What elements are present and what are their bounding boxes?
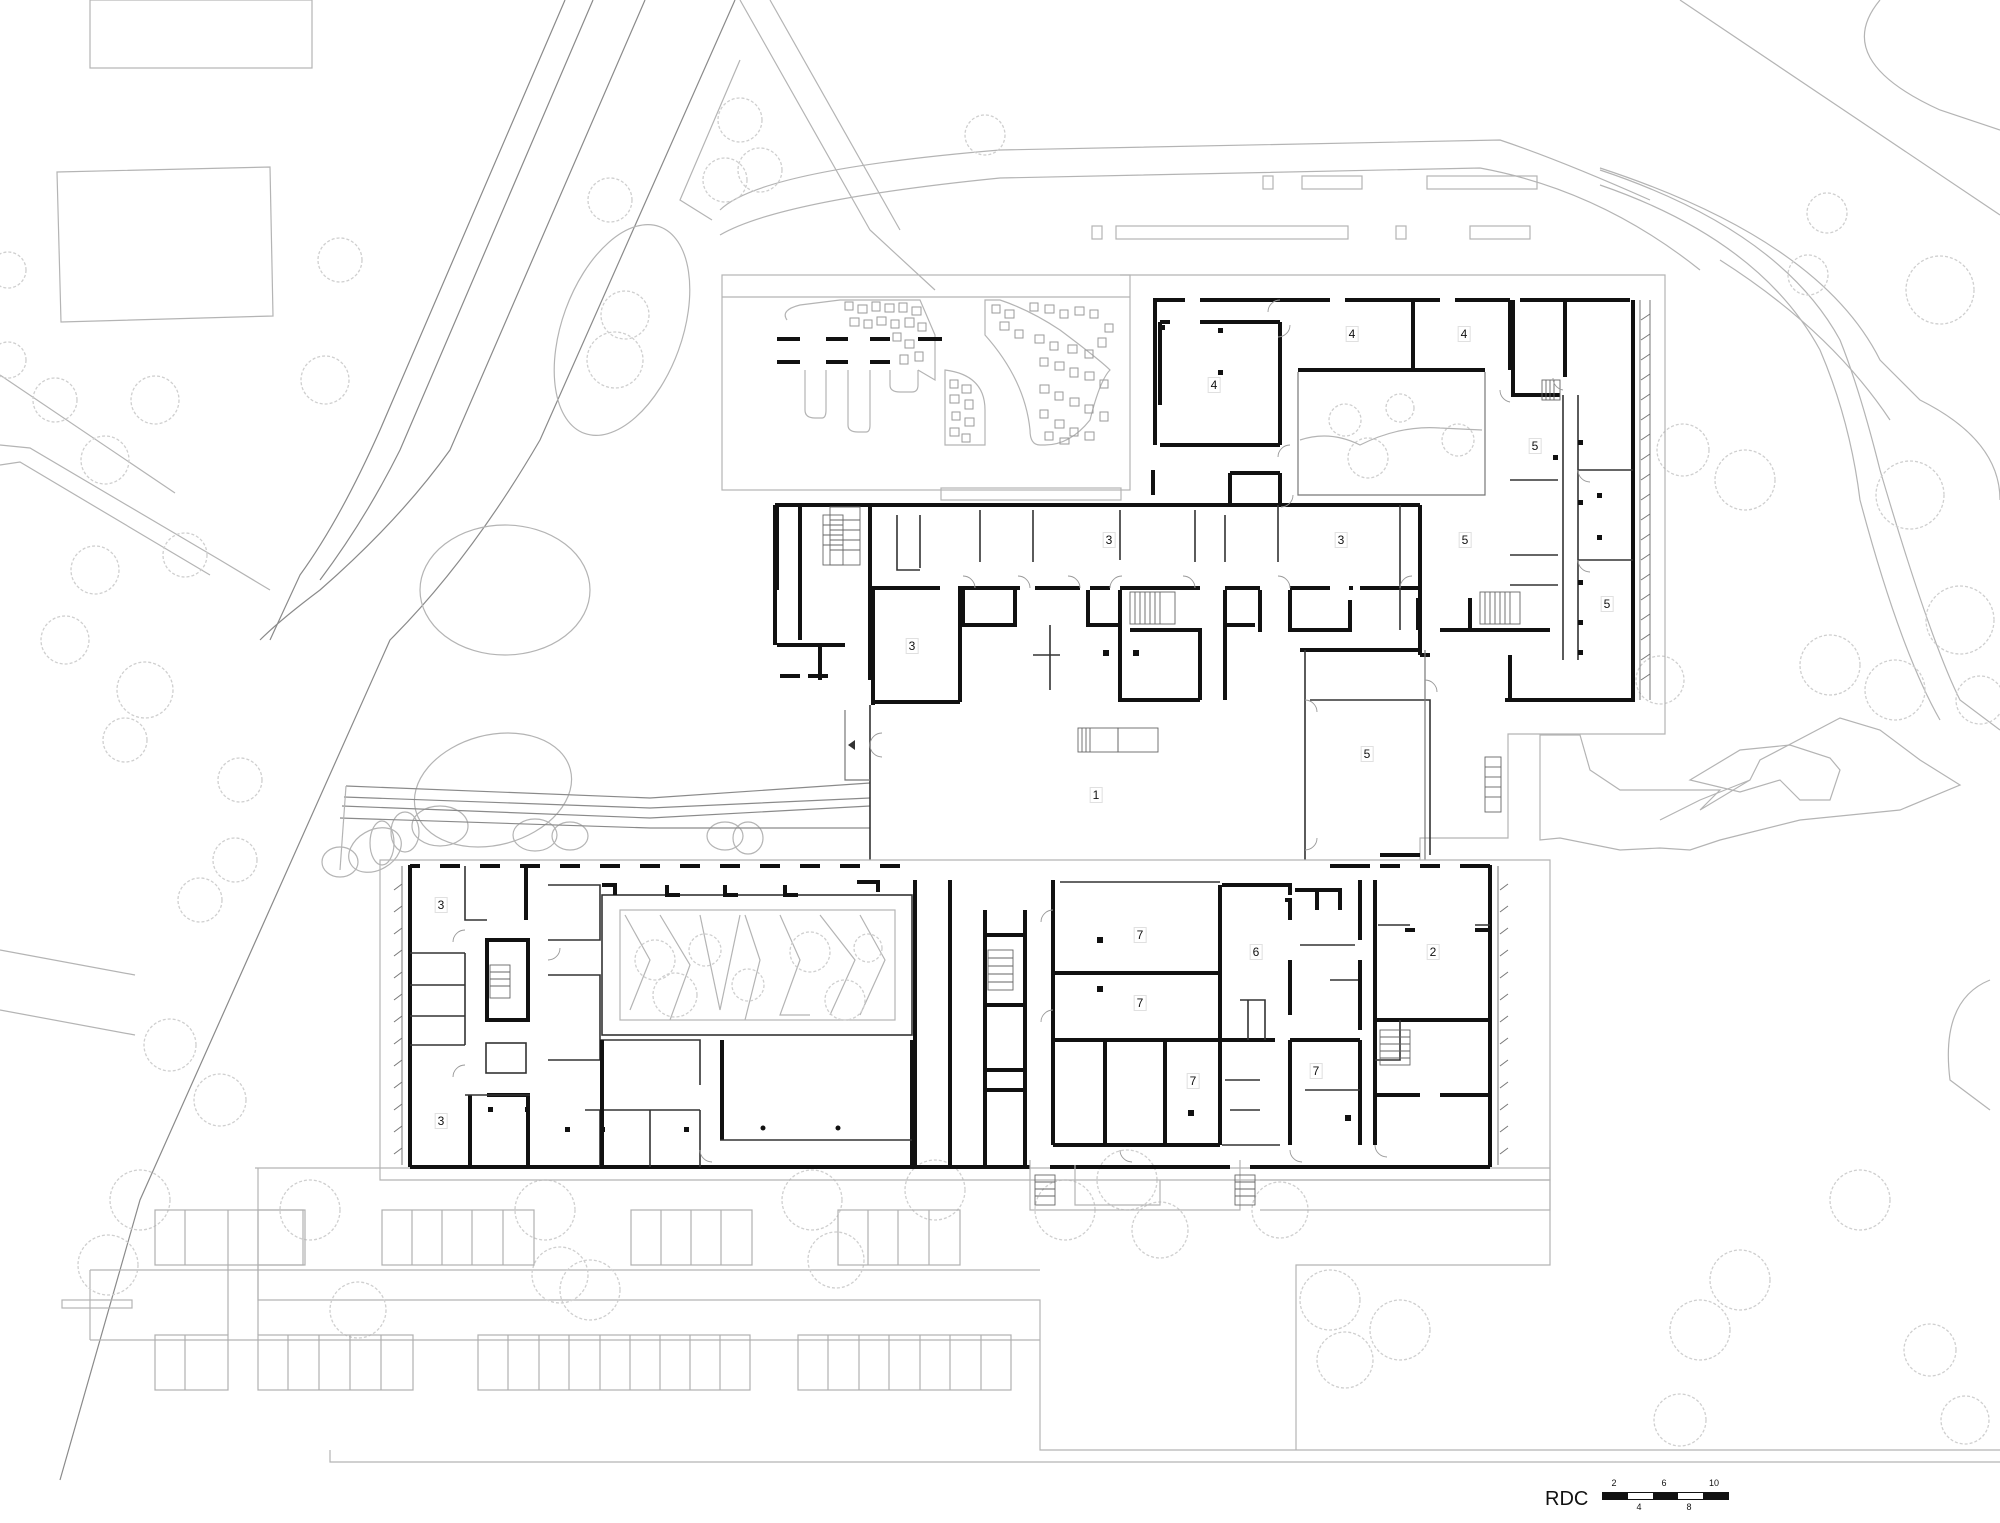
room-label-5: 5 — [1360, 746, 1374, 762]
room-label-7: 7 — [1133, 927, 1147, 943]
south-wing — [379, 859, 1551, 1211]
door-swings — [452, 299, 1591, 1163]
room-label-3: 3 — [1334, 532, 1348, 548]
scale-tick: 2 — [1611, 1478, 1617, 1488]
scale-segment — [1703, 1493, 1728, 1499]
scale-tick: 4 — [1636, 1502, 1642, 1512]
scale-tick: 6 — [1661, 1478, 1667, 1488]
scale-segment — [1603, 1493, 1628, 1499]
room-label-5: 5 — [1528, 438, 1542, 454]
parking-area — [154, 1209, 1012, 1391]
scale-bar: RDC 2 6 10 4 8 — [1545, 1478, 1765, 1518]
room-label-5: 5 — [1458, 532, 1472, 548]
scale-segment — [1678, 1493, 1703, 1499]
scale-segment — [1628, 1493, 1653, 1499]
room-label-5: 5 — [1600, 596, 1614, 612]
north-wing — [773, 274, 1666, 860]
room-label-3: 3 — [434, 897, 448, 913]
room-label-2: 2 — [1426, 944, 1440, 960]
room-label-4: 4 — [1457, 326, 1471, 342]
room-label-3: 3 — [434, 1113, 448, 1129]
scale-bar-segments — [1602, 1492, 1729, 1500]
room-label-7: 7 — [1133, 995, 1147, 1011]
room-label-3: 3 — [905, 638, 919, 654]
level-label: RDC — [1545, 1488, 1589, 1510]
site-context — [0, 0, 2000, 1481]
scale-tick: 10 — [1708, 1478, 1720, 1488]
room-label-4: 4 — [1345, 326, 1359, 342]
room-label-6: 6 — [1249, 944, 1263, 960]
scale-segment — [1653, 1493, 1678, 1499]
room-label-3: 3 — [1102, 532, 1116, 548]
room-label-1: 1 — [1089, 787, 1103, 803]
room-label-4: 4 — [1207, 377, 1221, 393]
room-label-7: 7 — [1309, 1063, 1323, 1079]
scale-tick: 8 — [1686, 1502, 1692, 1512]
room-label-7: 7 — [1186, 1073, 1200, 1089]
north-gardens — [721, 274, 1131, 501]
